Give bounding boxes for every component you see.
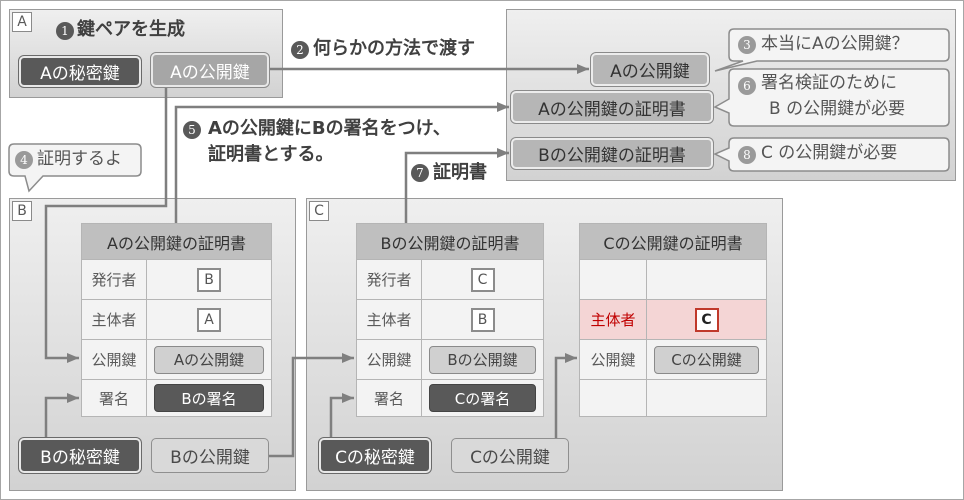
empty-field bbox=[580, 380, 647, 417]
c-private-key: Cの秘密鍵 bbox=[319, 438, 431, 473]
step-2-label: 何らかの方法で渡す bbox=[313, 38, 475, 59]
step-6-text-line-2: B の公開鍵が必要 bbox=[769, 99, 906, 119]
step-5-label-line-1: Aの公開鍵にBの署名をつけ、 bbox=[208, 118, 451, 139]
empty-value bbox=[647, 260, 767, 300]
public-key-value-cell: Cの公開鍵 bbox=[647, 340, 767, 380]
public-key-value-cell: Bの公開鍵 bbox=[422, 340, 544, 380]
received-a-public-key: Aの公開鍵 bbox=[591, 53, 709, 86]
step-7-badge: 7 bbox=[411, 164, 429, 182]
step-3-text: 本当にAの公開鍵？ bbox=[761, 34, 909, 54]
public-key-value: Bの公開鍵 bbox=[429, 345, 536, 374]
step-8-text: C の公開鍵が必要 bbox=[761, 143, 898, 163]
subject-value: C bbox=[694, 307, 719, 332]
b-public-key: Bの公開鍵 bbox=[151, 438, 269, 473]
b-certificate-table: Bの公開鍵の証明書 発行者 C 主体者 B 公開鍵 Bの公開鍵 署名 Cの署名 bbox=[356, 223, 544, 417]
field-signature: 署名 bbox=[357, 380, 422, 417]
step-1-label: 鍵ペアを生成 bbox=[77, 19, 185, 40]
panel-b-label: B bbox=[12, 201, 32, 221]
issuer-value: B bbox=[197, 267, 221, 292]
public-key-value: Cの公開鍵 bbox=[654, 345, 759, 374]
field-subject: 主体者 bbox=[82, 300, 147, 340]
step-7-label: 証明書 bbox=[433, 162, 487, 183]
field-issuer: 発行者 bbox=[82, 260, 147, 300]
subject-value-cell: C bbox=[647, 300, 767, 340]
empty-value bbox=[647, 380, 767, 417]
a-public-key: Aの公開鍵 bbox=[151, 53, 269, 87]
subject-value-cell: B bbox=[422, 300, 544, 340]
step-6-badge: 6 bbox=[738, 77, 756, 95]
certificate-title: Aの公開鍵の証明書 bbox=[82, 224, 272, 260]
field-signature: 署名 bbox=[82, 380, 147, 417]
step-3-badge: 3 bbox=[738, 36, 756, 54]
panel-c-label: C bbox=[309, 201, 329, 221]
empty-field bbox=[580, 260, 647, 300]
a-private-key: Aの秘密鍵 bbox=[19, 56, 141, 87]
c-public-key: Cの公開鍵 bbox=[451, 438, 569, 473]
step-6-text-line-1: 署名検証のために bbox=[761, 73, 897, 93]
a-certificate-table: Aの公開鍵の証明書 発行者 B 主体者 A 公開鍵 Aの公開鍵 署名 Bの署名 bbox=[81, 223, 272, 417]
field-public-key: 公開鍵 bbox=[580, 340, 647, 380]
step-1-badge: 1 bbox=[56, 22, 74, 40]
c-certificate-table: Cの公開鍵の証明書 主体者 C 公開鍵 Cの公開鍵 bbox=[579, 223, 767, 417]
field-public-key: 公開鍵 bbox=[357, 340, 422, 380]
subject-value: B bbox=[470, 307, 495, 332]
subject-value: A bbox=[197, 307, 221, 332]
step-2-badge: 2 bbox=[291, 41, 309, 59]
field-subject: 主体者 bbox=[357, 300, 422, 340]
issuer-value: C bbox=[470, 267, 495, 292]
step-8-badge: 8 bbox=[738, 146, 756, 164]
certificate-title: Bの公開鍵の証明書 bbox=[357, 224, 544, 260]
step-5-badge: 5 bbox=[183, 121, 201, 139]
issuer-value-cell: B bbox=[147, 260, 272, 300]
field-public-key: 公開鍵 bbox=[82, 340, 147, 380]
signature-value: Cの署名 bbox=[429, 384, 536, 412]
field-issuer: 発行者 bbox=[357, 260, 422, 300]
signature-value-cell: Bの署名 bbox=[147, 380, 272, 417]
step-4-text: 証明するよ bbox=[37, 149, 122, 169]
step-5-label-line-2: 証明書とする。 bbox=[208, 144, 334, 165]
public-key-value: Aの公開鍵 bbox=[154, 345, 264, 374]
panel-a-label: A bbox=[12, 12, 32, 32]
signature-value: Bの署名 bbox=[154, 384, 264, 412]
subject-value-cell: A bbox=[147, 300, 272, 340]
public-key-value-cell: Aの公開鍵 bbox=[147, 340, 272, 380]
b-private-key: Bの秘密鍵 bbox=[19, 438, 141, 473]
signature-value-cell: Cの署名 bbox=[422, 380, 544, 417]
b-certificate-box: Bの公開鍵の証明書 bbox=[511, 138, 713, 169]
issuer-value-cell: C bbox=[422, 260, 544, 300]
certificate-title: Cの公開鍵の証明書 bbox=[580, 224, 767, 260]
a-certificate-box: Aの公開鍵の証明書 bbox=[511, 91, 713, 123]
step-4-badge: 4 bbox=[15, 151, 33, 169]
field-subject-highlighted: 主体者 bbox=[580, 300, 647, 340]
